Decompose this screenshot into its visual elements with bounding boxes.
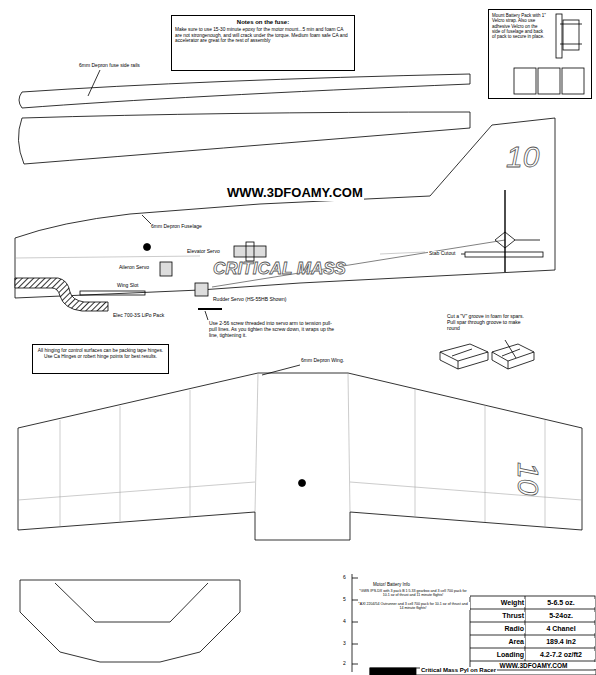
assembly-note: Cut a "V" groove in foam for spars. Pull… xyxy=(446,314,528,331)
scale-number: 3 xyxy=(342,641,347,647)
plan-title: Critical Mass Pyl on Racer xyxy=(420,667,497,674)
scale-number: 4 xyxy=(342,619,347,625)
table-cell: 5-24oz. xyxy=(527,612,595,620)
title-block-mark xyxy=(370,668,416,675)
battery-sketch xyxy=(563,20,579,50)
stabilizer-outline xyxy=(20,580,240,662)
leader-line xyxy=(461,254,465,255)
part-label: Elec 700-3S LiPo Pack xyxy=(112,313,165,319)
pull-pull-line xyxy=(212,240,505,287)
motor-note: *GWS IPS-DX with 3 pack B 1:5.33 gearbox… xyxy=(356,589,470,597)
website-mark: WWW.3DFOAMY.COM xyxy=(226,186,364,201)
leader-line xyxy=(88,70,100,96)
motor-note: *AXI 2204/54 Outrunner and 3 cell 700 pa… xyxy=(356,602,470,610)
table-cell: 189.4 in2 xyxy=(527,638,595,646)
part-label: Elevator Servo xyxy=(186,249,221,255)
table-cell: 5-6.5 oz. xyxy=(527,599,595,607)
assembly-note: Use 2-56 screw threaded into servo arm t… xyxy=(208,321,340,338)
scale-number: 2 xyxy=(342,661,347,667)
rudder-hinge xyxy=(504,190,505,272)
race-number: 10 xyxy=(511,462,546,495)
note-box: All hinging for control surfaces can be … xyxy=(32,344,169,374)
stab-cutout xyxy=(465,252,543,257)
rudder-horn xyxy=(495,232,540,248)
battery-pack xyxy=(562,68,584,94)
fuse-side-sketch xyxy=(556,14,562,58)
leader-line xyxy=(262,365,300,375)
elevator-servo-arm xyxy=(246,242,254,261)
elevator-servo xyxy=(234,246,266,257)
part-label: 6mm Depron Fuselage xyxy=(150,224,203,230)
wing-outline xyxy=(18,373,582,540)
note-text: Mount Battery Pack with 1" Velcro strap.… xyxy=(492,13,546,39)
part-label: 6mm Depron fuse side rails xyxy=(78,63,141,69)
wing-inner-lines xyxy=(18,373,582,527)
title-strip xyxy=(370,668,596,675)
info-heading: Motor/ Battery Info xyxy=(372,582,411,587)
velcro-strap xyxy=(560,24,582,44)
battery-hatch xyxy=(15,278,108,311)
table-cell: Radio xyxy=(471,625,525,633)
part-label: Wing Slot xyxy=(116,283,139,289)
side-rail-upper xyxy=(19,74,470,108)
spec-table xyxy=(470,596,595,670)
note-box: Notes on the fuse:Make sure to use 15-30… xyxy=(171,15,355,71)
aileron-servo xyxy=(160,262,172,276)
table-cell: 4 Chanel xyxy=(527,625,595,633)
table-cell: Area xyxy=(471,638,525,646)
side-rail-lower xyxy=(18,112,470,164)
groove-block xyxy=(440,344,488,369)
tension-screw xyxy=(198,308,222,310)
table-grid xyxy=(470,596,595,661)
table-cell: Weight xyxy=(471,599,525,607)
table-cell: Thrust xyxy=(471,612,525,620)
leader-line xyxy=(205,311,208,320)
note-heading: Notes on the fuse: xyxy=(175,19,351,26)
battery-pack xyxy=(514,68,536,94)
name-decal: CRITICAL MASS xyxy=(213,259,346,279)
part-label: Stab Cutout xyxy=(428,251,456,257)
note-box: Mount Battery Pack with 1" Velcro strap.… xyxy=(488,9,592,99)
part-label: Rudder Servo (HS-55HB Shown) xyxy=(212,297,287,303)
scale-number: 6 xyxy=(342,575,347,581)
part-label: Aileron Servo xyxy=(118,265,150,271)
cg-mark xyxy=(299,480,306,487)
note-text: All hinging for control surfaces can be … xyxy=(36,348,165,359)
table-cell: Loading xyxy=(471,651,525,659)
wing-slot xyxy=(80,291,145,295)
table-cell: 4.2-7.2 oz/ft2 xyxy=(527,651,595,659)
elevator-hinge xyxy=(55,583,208,622)
part-label: 6mm Depron Wing. xyxy=(300,358,345,364)
fuselage-outline xyxy=(15,118,555,298)
fuselage-stripe xyxy=(15,252,425,282)
groove-block xyxy=(492,340,534,369)
race-number: 10 xyxy=(506,140,539,175)
battery-pack xyxy=(538,68,560,94)
note-text: Make sure to use 15-30 minute epoxy for … xyxy=(175,27,351,44)
scale-number: 5 xyxy=(342,597,347,603)
rudder-servo xyxy=(195,283,208,296)
cg-mark xyxy=(144,244,151,251)
